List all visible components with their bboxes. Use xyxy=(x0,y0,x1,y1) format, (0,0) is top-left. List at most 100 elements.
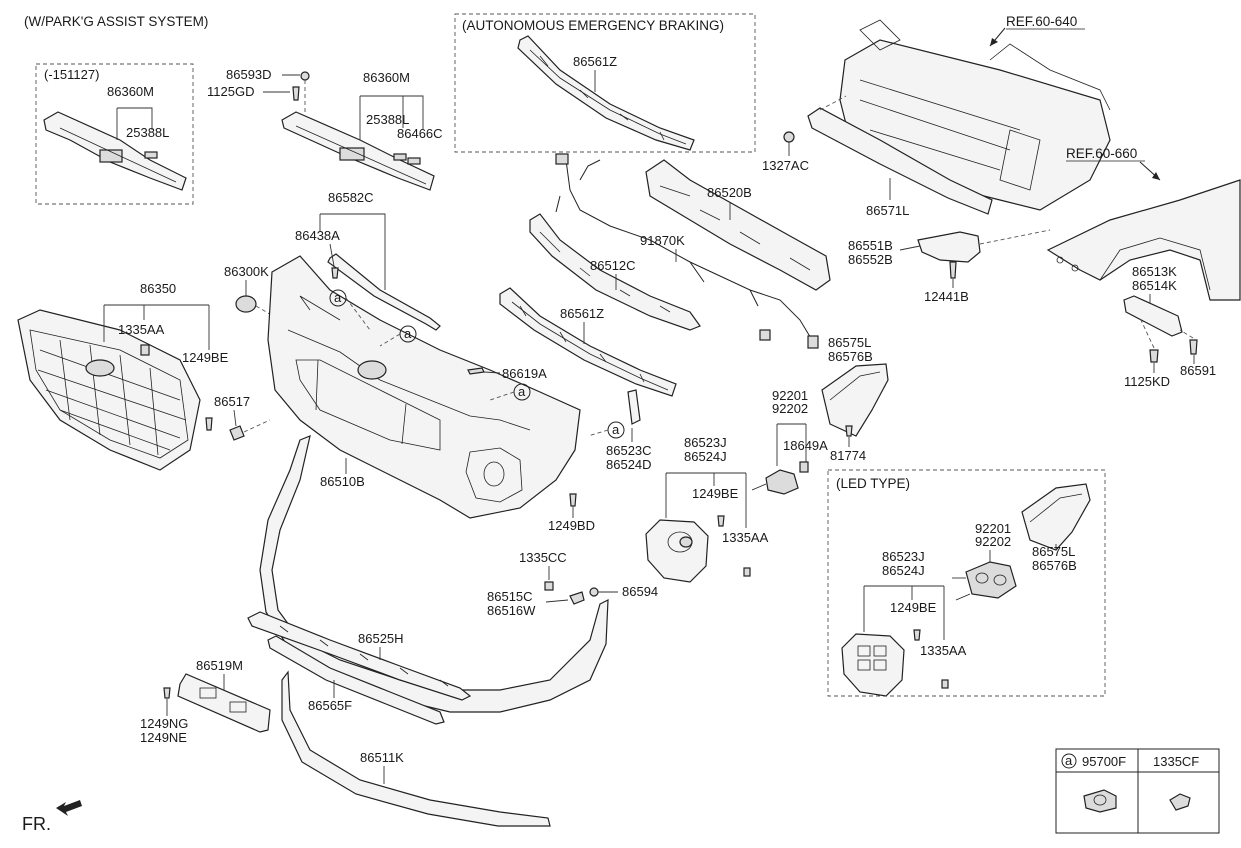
parts-legend-table: a 95700F 1335CF xyxy=(1055,748,1220,834)
svg-text:a: a xyxy=(612,422,620,437)
label-86523j-a: 86523J xyxy=(684,435,727,450)
label-86575l-b: 86575L xyxy=(1032,544,1075,559)
nut-1327ac xyxy=(783,131,795,143)
park-assist-header: (W/PARK'G ASSIST SYSTEM) xyxy=(24,14,208,29)
label-86300k: 86300K xyxy=(224,264,269,279)
label-86561z-b: 86561Z xyxy=(560,306,604,321)
label-86582c: 86582C xyxy=(328,190,374,205)
label-86350: 86350 xyxy=(140,281,176,296)
label-86515c: 86515C xyxy=(487,589,533,604)
aeb-box xyxy=(454,13,756,153)
label-25388l-a: 25388L xyxy=(126,125,169,140)
label-1125kd: 1125KD xyxy=(1124,374,1170,389)
legend-callout-a-text: a xyxy=(1065,753,1073,768)
label-1335aa-a: 1335AA xyxy=(118,322,165,337)
label-1249ng: 1249NG xyxy=(140,716,188,731)
label-86524d: 86524D xyxy=(606,457,652,472)
air-duct-86575l xyxy=(821,363,889,437)
label-92202-b: 92202 xyxy=(975,534,1011,549)
legend-col1-part: 95700F xyxy=(1082,754,1126,769)
label-91870k: 91870K xyxy=(640,233,685,248)
trim-86525h xyxy=(247,611,472,701)
led-type-box xyxy=(827,469,1106,697)
skid-plate-86511k xyxy=(281,670,551,827)
label-86571l: 86571L xyxy=(866,203,909,218)
label-86525h: 86525H xyxy=(358,631,404,646)
label-92202-a: 92202 xyxy=(772,401,808,416)
label-12441b: 12441B xyxy=(924,289,969,304)
aeb-header: (AUTONOMOUS EMERGENCY BRAKING) xyxy=(462,18,724,33)
beam-86571l xyxy=(807,107,993,215)
led-air-duct-86575l xyxy=(1021,483,1091,551)
label-86516w: 86516W xyxy=(487,603,536,618)
label-86517: 86517 xyxy=(214,394,250,409)
label-1249be-a: 1249BE xyxy=(182,350,229,365)
label-86565f: 86565F xyxy=(308,698,352,713)
label-86466c: 86466C xyxy=(397,126,443,141)
cover-86515c xyxy=(569,591,585,605)
svg-text:a: a xyxy=(334,290,342,305)
label-86523j-b: 86523J xyxy=(882,549,925,564)
clip-1335cc xyxy=(544,581,554,591)
label-86513k: 86513K xyxy=(1132,264,1177,279)
label-86576b-a: 86576B xyxy=(828,349,873,364)
label-86594: 86594 xyxy=(622,584,658,599)
label-86360m-b: 86360M xyxy=(363,70,410,85)
callout-a-4: a xyxy=(607,421,625,439)
grille-86561z xyxy=(499,287,677,397)
bracket-86512c xyxy=(529,213,701,331)
molding-86565f xyxy=(267,635,445,725)
svg-text:a: a xyxy=(518,384,526,399)
clip-86438a xyxy=(331,267,339,279)
label-86551b: 86551B xyxy=(848,238,893,253)
label-86514k: 86514K xyxy=(1132,278,1177,293)
fastener-86593d xyxy=(300,71,310,81)
label-1249ne: 1249NE xyxy=(140,730,187,745)
fog-bezel-86523j xyxy=(645,519,709,583)
label-86360m-a: 86360M xyxy=(107,84,154,99)
screw-1249be xyxy=(205,417,213,431)
variant-box-151127 xyxy=(35,63,194,205)
label-1327ac: 1327AC xyxy=(762,158,809,173)
bracket-86513k xyxy=(1123,295,1183,337)
label-86520b: 86520B xyxy=(707,185,752,200)
bracket-86360m-variant xyxy=(43,111,187,191)
led-type-header: (LED TYPE) xyxy=(836,476,910,491)
label-86512c: 86512C xyxy=(590,258,636,273)
molding-86582c xyxy=(327,253,441,331)
label-86591: 86591 xyxy=(1180,363,1216,378)
label-1335aa-b: 1335AA xyxy=(722,530,769,545)
license-plate-bracket-86519m xyxy=(177,673,271,733)
screw-86591 xyxy=(1189,339,1198,355)
label-86561z-a: 86561Z xyxy=(573,54,617,69)
led-fog-bezel-86523j xyxy=(841,633,905,697)
label-86524j-a: 86524J xyxy=(684,449,727,464)
fr-label: FR. xyxy=(22,814,51,834)
bolt-12441b xyxy=(949,261,957,279)
label-86438a: 86438A xyxy=(295,228,340,243)
label-1249be-c: 1249BE xyxy=(890,600,937,615)
label-92201-b: 92201 xyxy=(975,521,1011,536)
screw-1125gd xyxy=(292,86,300,101)
clip-86594 xyxy=(589,587,599,597)
led-fog-lamp-92201 xyxy=(952,561,1017,601)
legend-col2-part: 1335CF xyxy=(1153,754,1199,769)
label-86575l-a: 86575L xyxy=(828,335,871,350)
clip-1335cf xyxy=(1169,793,1191,811)
parking-sensor-95700f xyxy=(1083,789,1117,813)
front-direction-indicator: FR. xyxy=(22,800,82,834)
screw-1249be-b xyxy=(717,515,725,527)
label-1249be-b: 1249BE xyxy=(692,486,739,501)
fog-lamp-92201 xyxy=(751,461,809,495)
label-86619a: 86619A xyxy=(502,366,547,381)
date-note: (-151127) xyxy=(44,67,99,82)
label-86523c: 86523C xyxy=(606,443,652,458)
bumper-cover-86510b xyxy=(267,255,581,519)
label-86576b-b: 86576B xyxy=(1032,558,1077,573)
emblem-86300k xyxy=(235,295,257,313)
screw-1249ng xyxy=(163,687,171,699)
screw-1249bd xyxy=(569,493,577,507)
front-end-module-ref-60-640 xyxy=(839,19,1111,211)
